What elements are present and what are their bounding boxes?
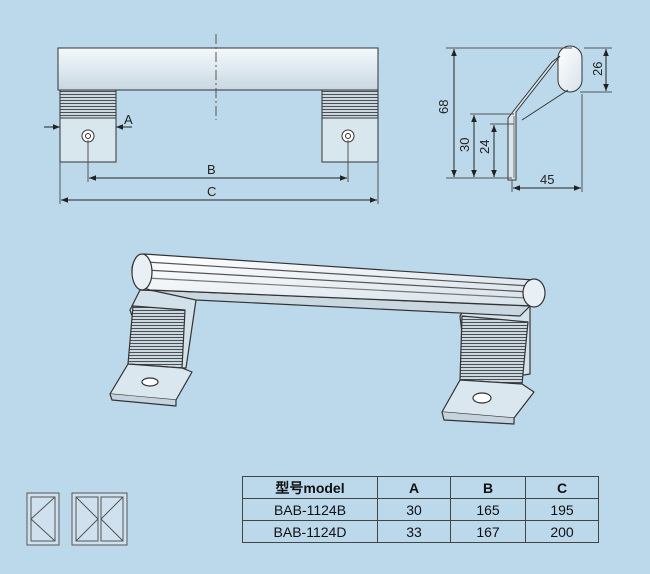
isometric-view [109,253,546,425]
side-head [557,45,583,93]
side-view [507,45,583,181]
table-header-row: 型号model A B C [242,476,599,499]
iso-bar-right-cap [522,278,546,308]
dim-c-label: C [207,184,216,199]
dim-68-label: 68 [436,100,451,114]
table-cell-b: 165 [450,498,526,521]
casement-window-double-icon [71,492,128,546]
table-cell-c: 200 [525,520,599,543]
front-bar [57,47,379,91]
table-cell-model: BAB-1124B [242,498,378,521]
dim-24-label: 24 [477,140,492,154]
model-dimension-table: 型号model A B C BAB-1124B 30 165 195 BAB-1… [242,476,599,543]
table-cell-a: 33 [377,520,451,543]
right-leg-grip [321,89,379,119]
iso-right-grip [459,315,529,385]
table-header-c: C [525,476,599,499]
iso-left-grip [127,305,186,369]
dim-b-label: B [207,162,216,177]
casement-window-single-icon [26,492,60,546]
table-cell-b: 167 [450,520,526,543]
table-cell-model: BAB-1124D [242,520,378,543]
left-leg-grip [59,89,117,119]
dim-a-label: A [124,112,133,127]
side-arm [507,55,561,181]
table-cell-a: 30 [377,498,451,521]
table-row: BAB-1124B 30 165 195 [242,498,599,521]
front-view [57,34,379,204]
table-row: BAB-1124D 33 167 200 [242,520,599,543]
table-header-model: 型号model [242,476,378,499]
dim-45-label: 45 [540,172,554,187]
table-header-a: A [377,476,451,499]
iso-bar-left-cap [131,253,153,291]
table-header-b: B [450,476,526,499]
dim-26-label: 26 [590,62,605,76]
table-cell-c: 195 [525,498,599,521]
dim-30-label: 30 [457,138,472,152]
